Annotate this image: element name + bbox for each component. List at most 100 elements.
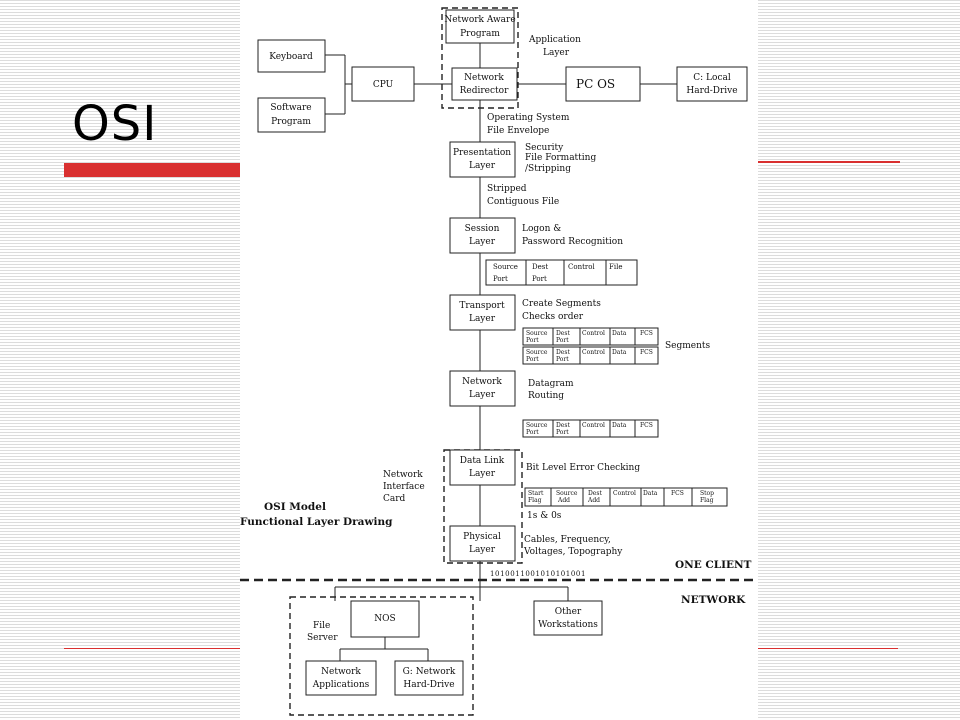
network-layer-line1: Network: [462, 377, 502, 387]
presentation-line2: Layer: [469, 161, 496, 171]
datagram-control: Control: [582, 422, 605, 429]
cpu-box: CPU: [351, 66, 415, 102]
datagram-data: Data: [612, 422, 627, 429]
title-accent-bar: [64, 163, 264, 177]
network-drive-line2: Hard-Drive: [403, 680, 454, 690]
data-link-line1: Data Link: [460, 456, 505, 466]
bits-note: 1s & 0s: [527, 511, 562, 521]
physical-line2: Layer: [469, 545, 496, 555]
pc-os-box: PC OS: [565, 66, 641, 102]
transport-segment-2: Source Port Dest Port Control Data FCS: [522, 346, 659, 365]
session-line1: Session: [465, 224, 500, 234]
os-file-envelope-line1: Operating System: [487, 113, 570, 123]
network-redirector-line1: Network: [464, 73, 504, 83]
physical-layer-box: Physical Layer: [449, 525, 516, 562]
frame-dest-line2: Add: [587, 497, 600, 504]
seg2-data: Data: [612, 349, 627, 356]
data-link-note: Bit Level Error Checking: [526, 463, 640, 473]
connectors: [325, 43, 677, 661]
title-accent-rule: [744, 161, 900, 163]
transport-layer-box: Transport Layer: [449, 294, 516, 331]
presentation-note-line2: File Formatting: [525, 153, 596, 163]
seg2-source-line2: Port: [526, 356, 539, 363]
application-layer-label-line2: Layer: [543, 48, 570, 58]
presentation-note-line1: Security: [525, 143, 564, 153]
seg2-source-line1: Source: [526, 349, 548, 356]
frame-stop-line2: Flag: [700, 497, 714, 504]
session-packet-dest-line1: Dest: [532, 263, 548, 271]
session-packet-control: Control: [568, 263, 595, 271]
network-redirector-line2: Redirector: [460, 86, 509, 96]
transport-note-line2: Checks order: [522, 312, 584, 322]
network-aware-program-line1: Network Aware: [444, 15, 515, 25]
seg2-control: Control: [582, 349, 605, 356]
other-workstations-line1: Other: [555, 607, 582, 617]
nic-group-outline: [443, 449, 523, 564]
frame-fcs: FCS: [671, 490, 684, 497]
presentation-layer-box: Presentation Layer: [449, 141, 516, 178]
network-datagram: Source Port Dest Port Control Data FCS: [522, 419, 659, 438]
os-file-envelope-line2: File Envelope: [487, 126, 549, 136]
keyboard-label: Keyboard: [269, 52, 313, 62]
seg2-dest-line1: Dest: [556, 349, 570, 356]
frame-dest-line1: Dest: [588, 490, 602, 497]
cpu-label: CPU: [373, 80, 394, 90]
osi-diagram-drawing: Network Aware Program Application Layer …: [240, 7, 758, 716]
seg2-dest-line2: Port: [556, 356, 569, 363]
frame-start-line2: Flag: [528, 497, 542, 504]
seg1-control: Control: [582, 330, 605, 337]
caption-line2: Functional Layer Drawing: [240, 516, 393, 528]
session-packet-source-line2: Port: [493, 275, 508, 283]
session-packet-dest-line2: Port: [532, 275, 547, 283]
file-server-line1: File: [313, 621, 330, 631]
session-packet-file: File: [609, 263, 622, 271]
seg1-fcs: FCS: [640, 330, 653, 337]
network-label: NETWORK: [681, 594, 746, 606]
data-link-frame: Start Flag Source Add Dest Add Control D…: [524, 487, 728, 507]
software-program-line2: Program: [271, 117, 311, 127]
physical-note-line2: Voltages, Topography: [523, 547, 623, 557]
datagram-dest-line1: Dest: [556, 422, 570, 429]
seg1-dest-line1: Dest: [556, 330, 570, 337]
file-server-group-outline: [289, 596, 474, 716]
datagram-source-line2: Port: [526, 429, 539, 436]
bitstream: 1010011001010101001: [490, 570, 586, 578]
network-layer-box: Network Layer: [449, 370, 516, 407]
transport-note-line1: Create Segments: [522, 299, 601, 309]
frame-control: Control: [613, 490, 636, 497]
session-packet-source-line1: Source: [493, 263, 518, 271]
network-aware-program-box: Network Aware Program: [444, 9, 516, 44]
file-server-line2: Server: [307, 633, 338, 643]
local-drive-box: C: Local Hard-Drive: [676, 66, 748, 102]
segments-label: Segments: [665, 341, 711, 351]
datagram-dest-line2: Port: [556, 429, 569, 436]
network-drive-line1: G: Network: [403, 667, 456, 677]
session-packet: Source Port Dest Port Control File: [485, 259, 638, 286]
other-workstations-line2: Workstations: [538, 620, 598, 630]
session-note-line1: Logon &: [522, 224, 561, 234]
local-drive-line2: Hard-Drive: [686, 86, 737, 96]
datagram-source-line1: Source: [526, 422, 548, 429]
nic-label-line2: Interface: [383, 482, 425, 492]
nic-label-line1: Network: [383, 470, 423, 480]
presentation-line1: Presentation: [453, 148, 511, 158]
network-note-line2: Routing: [528, 391, 564, 401]
datagram-fcs: FCS: [640, 422, 653, 429]
frame-source-line1: Source: [556, 490, 578, 497]
session-layer-box: Session Layer: [449, 217, 516, 254]
network-applications-line1: Network: [321, 667, 361, 677]
presentation-note-line3: /Stripping: [525, 164, 571, 174]
application-group-outline: [441, 7, 519, 109]
one-client-label: ONE CLIENT: [675, 559, 752, 571]
frame-data: Data: [643, 490, 658, 497]
software-program-line1: Software: [270, 103, 311, 113]
stripped-file-line1: Stripped: [487, 184, 527, 194]
physical-note-line1: Cables, Frequency,: [524, 535, 611, 545]
data-link-layer-box: Data Link Layer: [449, 449, 516, 486]
seg1-source-line2: Port: [526, 337, 539, 344]
keyboard-box: Keyboard: [257, 39, 326, 73]
network-applications-line2: Applications: [312, 680, 370, 690]
frame-stop-line1: Stop: [700, 490, 714, 497]
session-line2: Layer: [469, 237, 496, 247]
stripped-file-line2: Contiguous File: [487, 197, 559, 207]
